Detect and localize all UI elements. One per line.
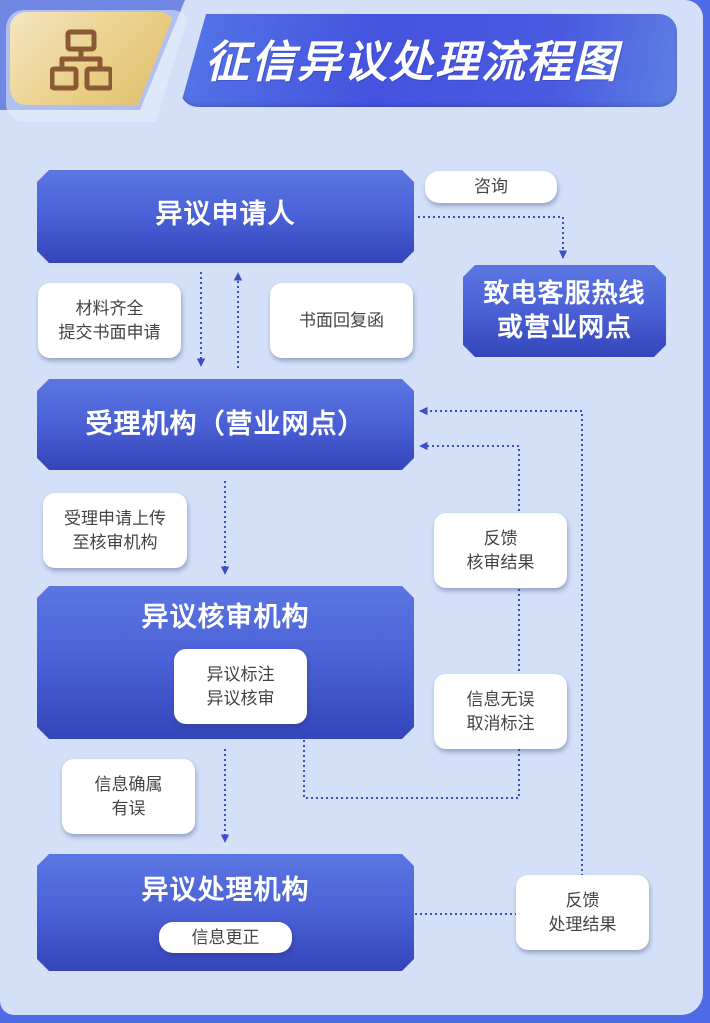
node-hotline-line1: 致电客服热线 — [483, 279, 646, 309]
chip-submit-line1: 材料齐全 — [75, 298, 144, 319]
chip-consult: 咨询 — [425, 171, 557, 203]
chip-correction-text: 信息更正 — [191, 927, 260, 948]
chip-feedback-processing-line1: 反馈 — [565, 890, 600, 911]
chip-consult-text: 咨询 — [474, 177, 508, 197]
page-title: 征信异议处理流程图 — [205, 37, 619, 88]
chip-submit-line2: 提交书面申请 — [58, 322, 161, 343]
chip-no-error-line2: 取消标注 — [466, 713, 535, 734]
node-acceptance-label: 受理机构（营业网点） — [85, 409, 366, 440]
node-processing[interactable]: 异议处理机构 — [37, 854, 414, 971]
node-hotline-line2: 或营业网点 — [496, 313, 632, 343]
chip-no-error: 信息无误 取消标注 — [434, 674, 567, 749]
chip-upload-line1: 受理申请上传 — [64, 508, 166, 529]
chip-confirmed-error: 信息确属 有误 — [62, 759, 195, 834]
chip-reply: 书面回复函 — [270, 283, 413, 358]
chip-correction: 信息更正 — [159, 922, 292, 953]
node-hotline[interactable]: 致电客服热线 或营业网点 — [463, 265, 666, 357]
chip-review-tasks-line2: 异议核审 — [206, 688, 275, 709]
chip-feedback-processing-line2: 处理结果 — [548, 914, 617, 935]
title-banner — [180, 14, 677, 107]
chip-submit: 材料齐全 提交书面申请 — [38, 283, 181, 358]
chip-upload: 受理申请上传 至核审机构 — [43, 493, 187, 568]
chip-no-error-line1: 信息无误 — [466, 689, 535, 710]
chip-confirmed-error-line1: 信息确属 — [94, 774, 163, 795]
chip-review-tasks: 异议标注 异议核审 — [174, 649, 307, 724]
node-processing-label: 异议处理机构 — [141, 875, 310, 906]
org-chart-icon — [50, 29, 112, 91]
chip-confirmed-error-line2: 有误 — [111, 798, 146, 819]
chip-feedback-review-line2: 核审结果 — [466, 552, 535, 573]
chip-feedback-processing: 反馈 处理结果 — [516, 875, 649, 950]
node-applicant-label: 异议申请人 — [155, 199, 296, 230]
chip-feedback-review: 反馈 核审结果 — [434, 513, 567, 588]
chip-review-tasks-line1: 异议标注 — [206, 664, 275, 685]
node-review-label: 异议核审机构 — [141, 602, 310, 633]
chip-upload-line2: 至核审机构 — [72, 532, 158, 553]
chip-feedback-review-line1: 反馈 — [483, 528, 518, 549]
node-applicant[interactable]: 异议申请人 — [37, 170, 414, 263]
chip-reply-text: 书面回复函 — [299, 310, 384, 331]
node-acceptance[interactable]: 受理机构（营业网点） — [37, 379, 414, 470]
